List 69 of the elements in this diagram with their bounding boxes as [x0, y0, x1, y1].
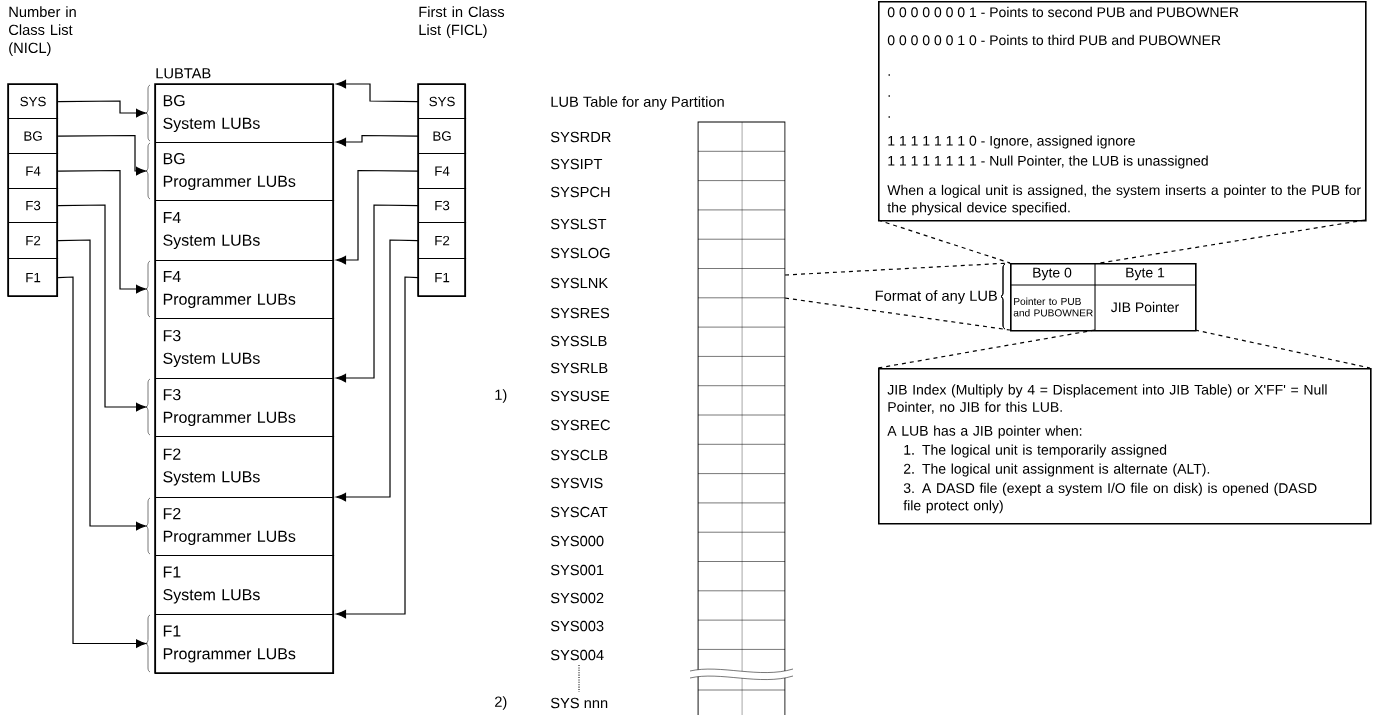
row-label: SYSRDR [550, 131, 611, 143]
projection-line [877, 219, 1011, 264]
row-label: SYSCAT [550, 506, 608, 518]
arrow [57, 100, 147, 118]
row-label: SYSSLB [550, 335, 607, 347]
row-label: SYSVIS [550, 477, 603, 489]
arrow [57, 169, 147, 294]
row-label: SYS000 [550, 535, 604, 547]
class-cell: F3 [8, 188, 59, 224]
lub-row: BG Programmer LUBs [155, 142, 335, 202]
side-label: Format of any LUB [875, 290, 997, 304]
projection-line [1099, 219, 1366, 264]
column-heading: First in Class List (FICL) [419, 6, 505, 38]
row-label: SYSRES [550, 307, 610, 319]
lub-row: F4 System LUBs [155, 200, 335, 262]
lub-table-drawing [689, 121, 794, 715]
row-label: SYSIPT [550, 158, 603, 170]
column-heading: Number in Class List (NICL) [9, 6, 76, 56]
class-cell: F2 [8, 222, 59, 260]
arrow [335, 276, 419, 619]
format-table: Byte 0 Pointer to PUB and PUBOWNER Byte 1 JIB Pointer [1009, 262, 1197, 332]
row-label: SYSRLB [550, 362, 608, 374]
lub-row: F4 Programmer LUBs [155, 260, 335, 320]
lub-row: BG System LUBs [155, 84, 335, 144]
row-label: SYS004 [550, 649, 604, 661]
row-label: SYS nnn [550, 697, 608, 709]
lub-row: F1 Programmer LUBs [155, 614, 335, 675]
footnote-number: 1) [495, 389, 507, 403]
class-cell: SYS [8, 84, 59, 120]
class-cell: BG [418, 118, 467, 155]
lub-row: F3 Programmer LUBs [155, 378, 335, 438]
class-cell: F2 [418, 222, 467, 260]
row-label: SYSLST [550, 218, 607, 230]
arrow [335, 134, 419, 147]
arrow [335, 79, 419, 103]
class-cell: BG [8, 118, 59, 155]
row-label: SYSREC [550, 419, 611, 431]
arrow [335, 169, 419, 265]
projection-line [877, 329, 1096, 369]
class-cell: F1 [8, 258, 59, 298]
lub-row: F1 System LUBs [155, 555, 335, 616]
row-label: SYS002 [550, 592, 604, 604]
arrow [57, 239, 147, 531]
note-box: JIB Index (Multiply by 4 = Displacement into JIB Table) or X'FF' = Null Pointer, no JIB for this LUB. A LUB has a JIB pointer when: 1. The logical unit is temporarily assigned 2. The logical unit assignment is alternate (ALT). 3. A DASD file (exept a system I/O file on disk) is opened (DASD file protect only) [878, 368, 1372, 525]
row-label: SYS001 [550, 564, 604, 576]
class-cell: SYS [418, 84, 467, 120]
class-cell: F4 [418, 153, 467, 190]
arrow [57, 204, 147, 412]
projection-line [784, 262, 1011, 276]
row-label: SYSPCH [550, 186, 610, 198]
class-cell: F1 [418, 258, 467, 298]
arrow [57, 276, 147, 648]
table-heading: LUB Table for any Partition [551, 96, 724, 110]
row-label: SYSLOG [550, 247, 610, 259]
arrow [335, 204, 419, 383]
class-cell: F4 [8, 153, 59, 190]
lub-row: F2 Programmer LUBs [155, 497, 335, 557]
row-label: SYSLNK [550, 277, 608, 289]
lub-row: F3 System LUBs [155, 318, 335, 380]
row-label: SYSUSE [550, 390, 610, 402]
note-box: 0 0 0 0 0 0 0 1 - Points to second PUB and PUBOWNER 0 0 0 0 0 0 1 0 - Points to third PUB and PUBOWNER . . . 1 1 1 1 1 1 1 0 - Ignore, assigned ignore 1 1 1 1 1 1 1 1 - Null Pointer, the LUB is unassigned When a logical unit is assigned, the system inserts a pointer to the PUB for the physical device specified. [878, 1, 1367, 222]
class-cell: F3 [418, 188, 467, 224]
arrow [335, 239, 419, 502]
row-label: SYSCLB [550, 449, 608, 461]
footnote-number: 2) [495, 696, 507, 710]
column-heading: LUBTAB [156, 68, 211, 79]
lub-row: F2 System LUBs [155, 436, 335, 499]
row-label: SYS003 [550, 620, 604, 632]
arrow [57, 134, 147, 176]
